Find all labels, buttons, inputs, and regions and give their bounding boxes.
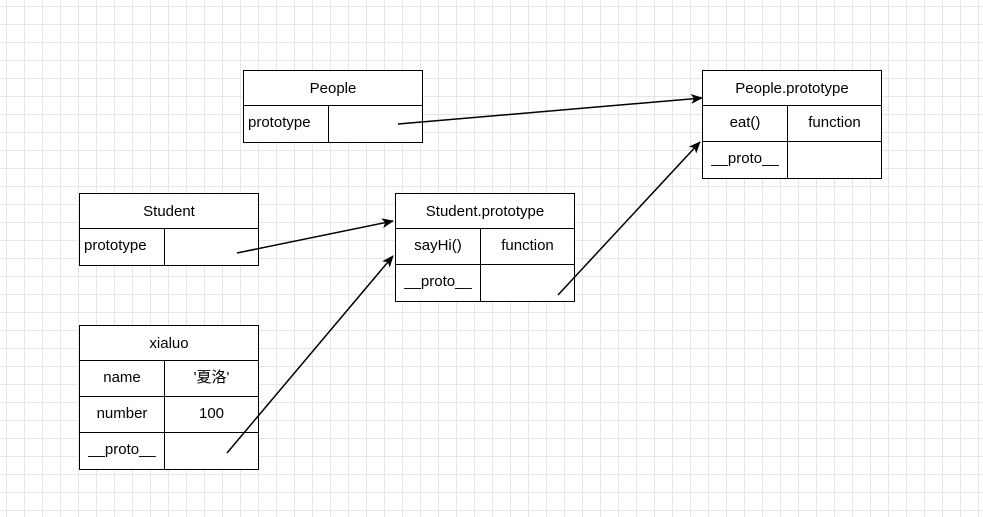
people-prototype-eat-value: function <box>808 114 861 131</box>
xialuo-number-row: number 100 <box>80 397 258 433</box>
student-prototype-key: prototype <box>80 229 165 265</box>
arrow-student-prototype-proto-to-people-prototype <box>557 141 701 296</box>
xialuo-name-key: name <box>80 361 165 396</box>
student-prototype-proto-value <box>481 265 574 301</box>
student-prototype-title: Student.prototype <box>396 194 574 229</box>
people-prototype-row: prototype <box>244 106 422 142</box>
student-prototype-row: prototype <box>80 229 258 265</box>
xialuo-name-value: '夏洛' <box>193 369 230 386</box>
arrow-student-to-student-prototype <box>236 218 394 254</box>
xialuo-proto-row: __proto__ <box>80 433 258 469</box>
xialuo-proto-value <box>165 433 258 469</box>
student-title: Student <box>80 194 258 229</box>
xialuo-name-row: name '夏洛' <box>80 361 258 397</box>
student-prototype-sayhi-value: function <box>501 237 554 254</box>
people-prototype-value <box>329 106 422 142</box>
people-prototype-key: prototype <box>244 106 329 142</box>
people-prototype-box: People.prototype eat() function __proto_… <box>702 70 882 179</box>
people-prototype-eat-key: eat() <box>703 106 788 141</box>
people-box: People prototype <box>243 70 423 143</box>
people-prototype-proto-key: __proto__ <box>703 142 788 178</box>
xialuo-title: xialuo <box>80 326 258 361</box>
xialuo-box: xialuo name '夏洛' number 100 __proto__ <box>79 325 259 470</box>
student-prototype-proto-row: __proto__ <box>396 265 574 301</box>
student-prototype-sayhi-row: sayHi() function <box>396 229 574 265</box>
arrow-people-to-people-prototype <box>397 93 703 125</box>
student-prototype-sayhi-key: sayHi() <box>396 229 481 264</box>
student-box: Student prototype <box>79 193 259 266</box>
xialuo-number-value: 100 <box>198 405 225 422</box>
people-prototype-eat-row: eat() function <box>703 106 881 142</box>
people-title: People <box>244 71 422 106</box>
people-prototype-title: People.prototype <box>703 71 881 106</box>
student-prototype-box: Student.prototype sayHi() function __pro… <box>395 193 575 302</box>
student-prototype-value <box>165 229 258 265</box>
xialuo-proto-key: __proto__ <box>80 433 165 469</box>
people-prototype-proto-value <box>788 142 881 178</box>
student-prototype-proto-key: __proto__ <box>396 265 481 301</box>
xialuo-number-key: number <box>80 397 165 432</box>
people-prototype-proto-row: __proto__ <box>703 142 881 178</box>
